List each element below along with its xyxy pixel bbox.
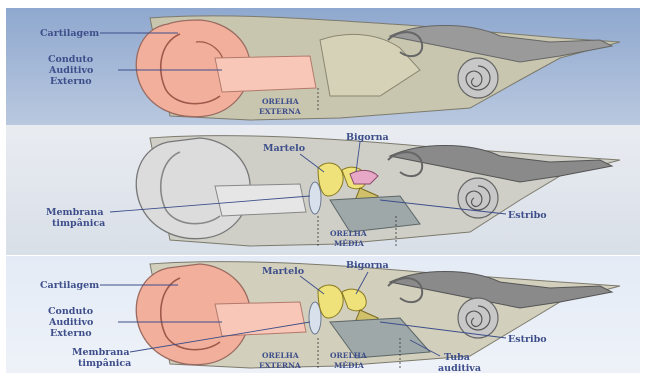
panel-middle: Martelo Bigorna Membrana timpânica Estri… (6, 125, 640, 255)
cochlea-bot (458, 298, 498, 338)
label-estribo-bot: Estribo (508, 334, 547, 345)
label-orelha-media-bot-line1: ORELHA (330, 351, 367, 360)
label-cartilagem-bot: Cartilagem (40, 280, 99, 291)
tympanic-membrane (309, 182, 321, 214)
panel-top: Cartilagem Conduto Auditivo Externo OREL… (6, 8, 640, 125)
label-conduto-line2: Auditivo (48, 65, 93, 76)
label-orelha-media-line2: MÉDIA (334, 239, 364, 248)
label-conduto-line1: Conduto (48, 54, 93, 65)
label-conduto-bot-line3: Externo (50, 328, 92, 339)
label-tuba-line2: auditiva (438, 363, 481, 374)
label-martelo: Martelo (263, 143, 305, 154)
label-orelha-externa-line1: ORELHA (262, 97, 299, 106)
label-cartilagem: Cartilagem (40, 28, 99, 39)
label-membrana-bot-line1: Membrana (72, 347, 129, 358)
label-estribo: Estribo (508, 210, 547, 221)
label-bigorna: Bigorna (346, 132, 389, 143)
label-membrana-line1: Membrana (46, 207, 103, 218)
label-bigorna-bot: Bigorna (346, 260, 389, 271)
ear-canal (215, 56, 316, 92)
label-tuba-line1: Tuba (444, 352, 470, 363)
label-martelo-bot: Martelo (262, 266, 304, 277)
label-conduto-bot-line1: Conduto (48, 306, 93, 317)
label-conduto-line3: Externo (50, 76, 92, 87)
label-membrana-bot-line2: timpânica (78, 358, 131, 369)
label-orelha-externa-bot-line1: ORELHA (262, 351, 299, 360)
ear-canal-bot (215, 302, 306, 336)
label-orelha-externa-bot-line2: EXTERNA (259, 361, 301, 370)
cochlea (458, 58, 498, 98)
label-orelha-externa-line2: EXTERNA (259, 107, 301, 116)
label-orelha-media-bot-line2: MÉDIA (334, 361, 364, 370)
label-membrana-line2: timpânica (52, 218, 105, 229)
panel-bottom: Cartilagem Martelo Bigorna Conduto Audit… (6, 256, 640, 374)
label-orelha-media-line1: ORELHA (330, 229, 367, 238)
label-conduto-bot-line2: Auditivo (48, 317, 93, 328)
